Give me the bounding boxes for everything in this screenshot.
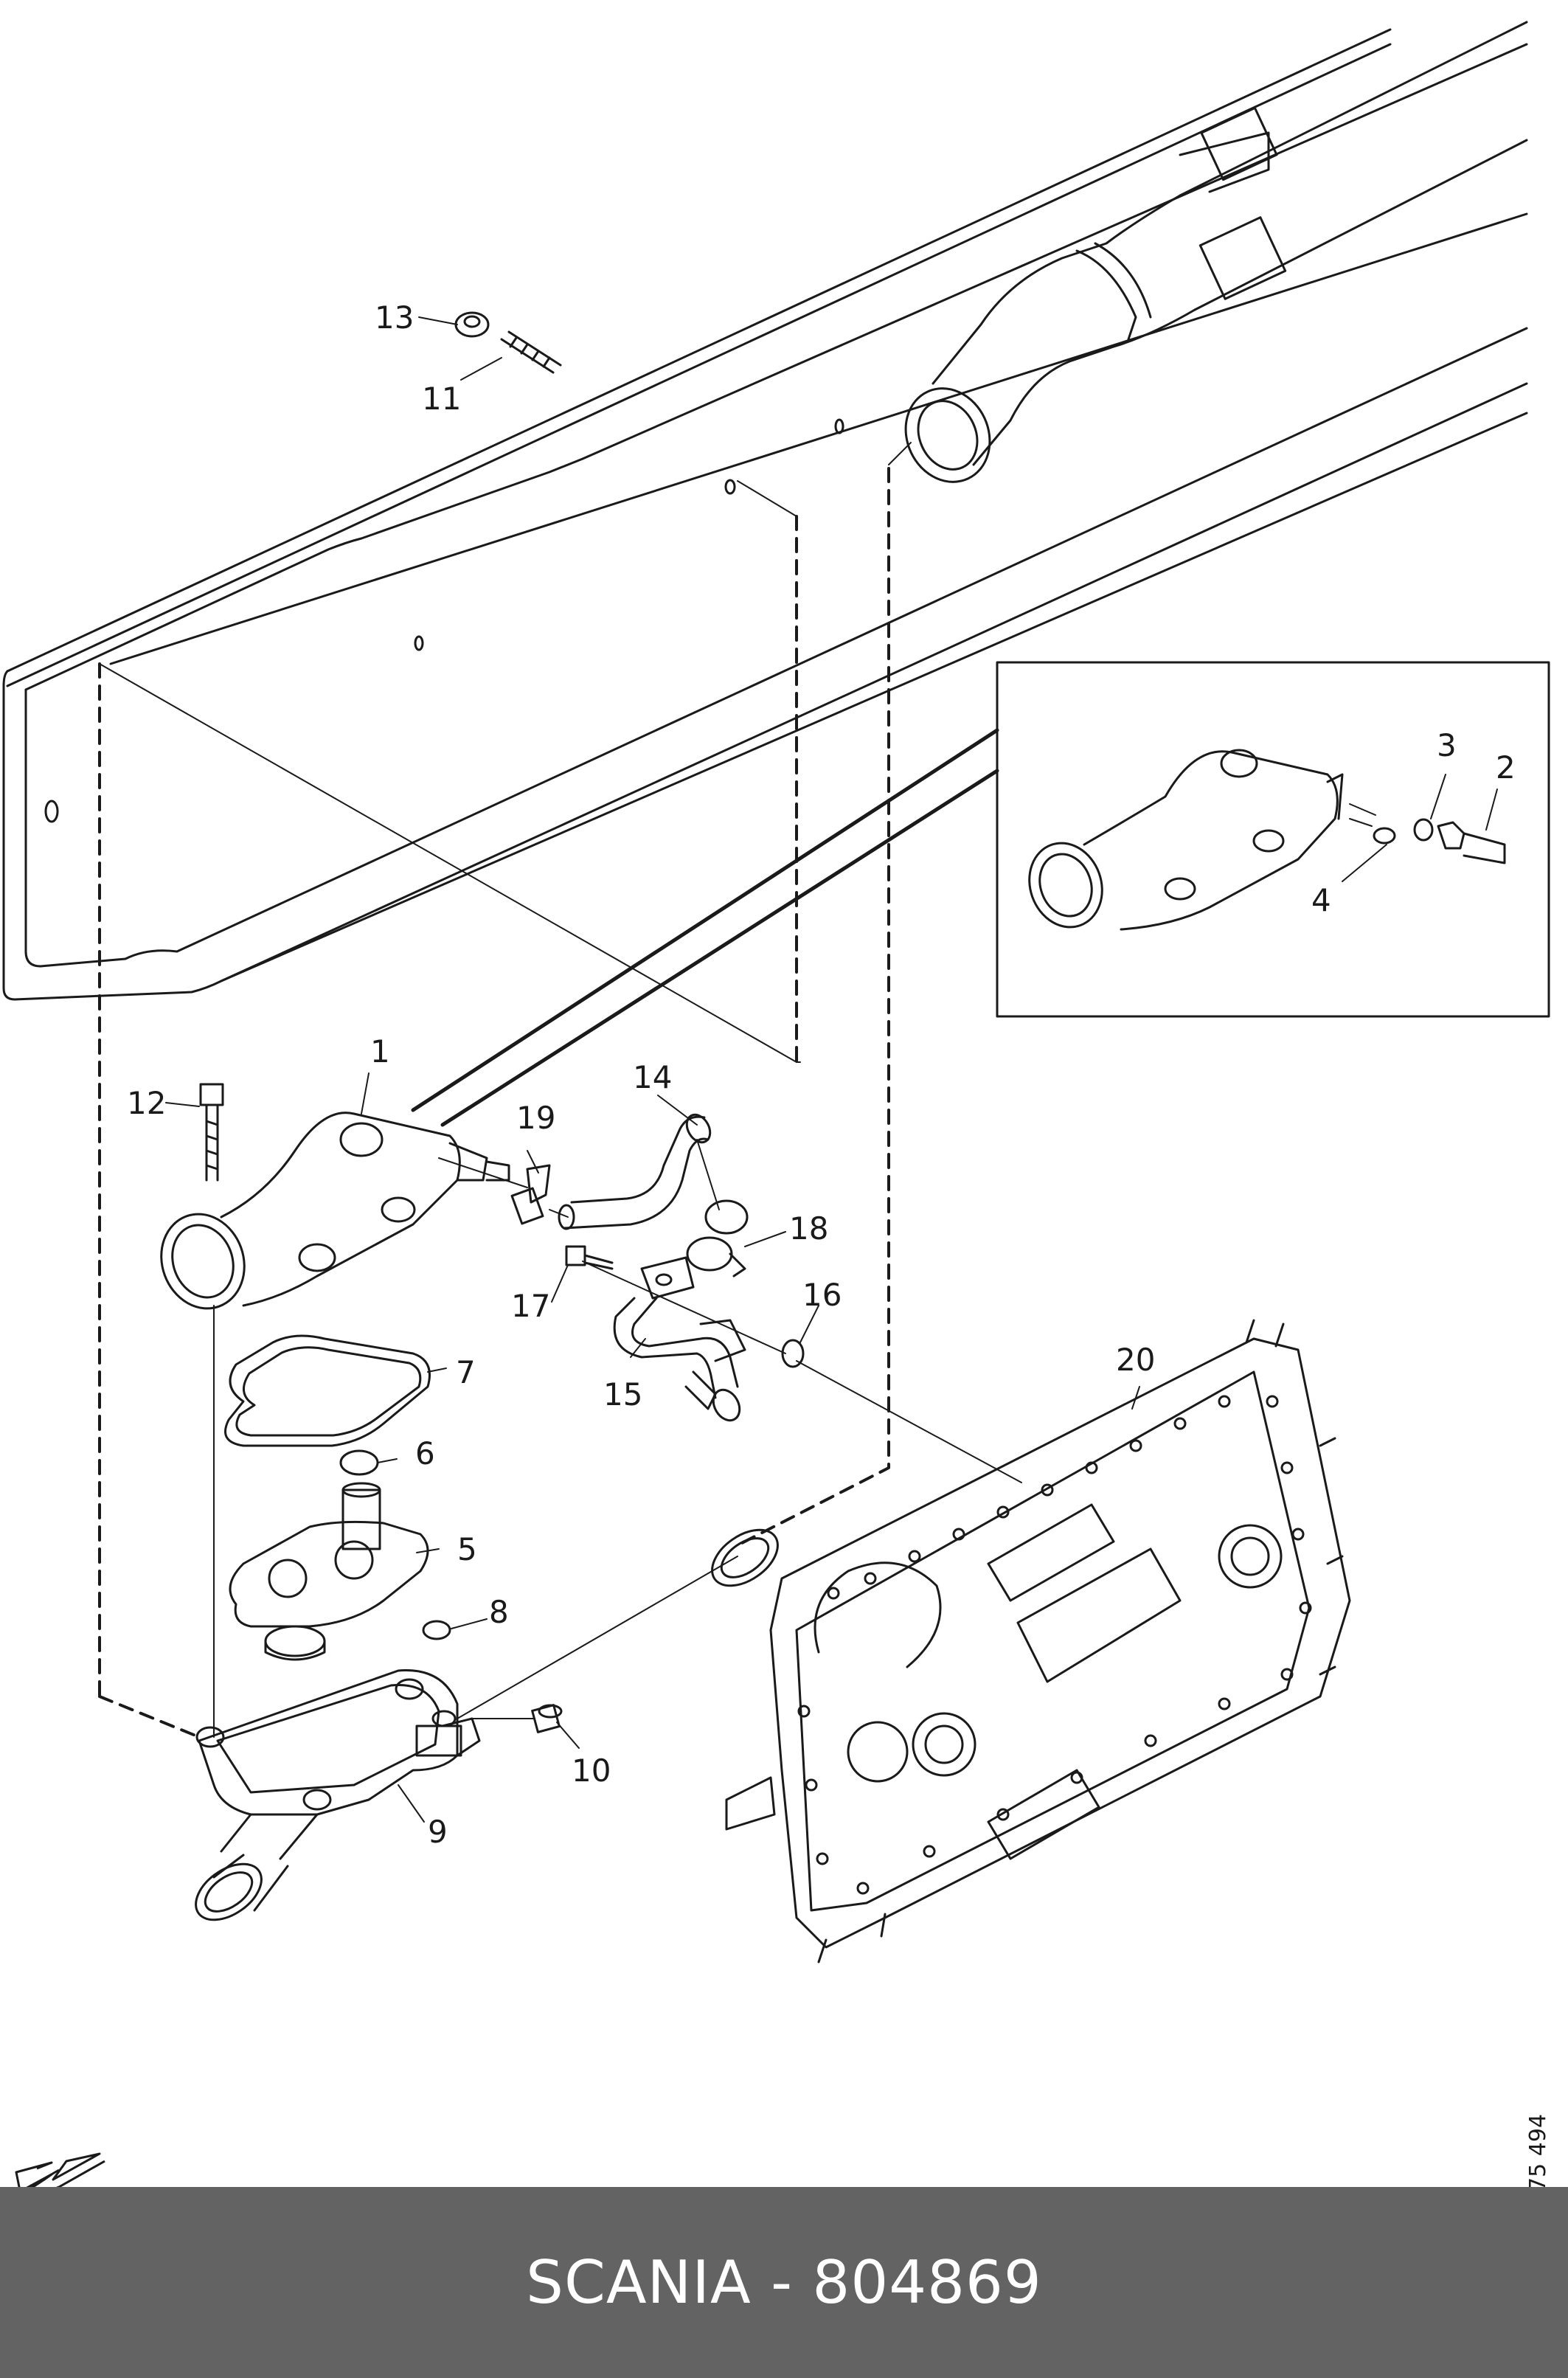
- part-1-thermostat-cover: [160, 1112, 510, 1310]
- part-9-thermostat-housing: [195, 1669, 481, 1921]
- callout-1: 1: [370, 1033, 390, 1070]
- footer-title: SCANIA - 804869: [526, 2248, 1042, 2317]
- part-14-hose: [558, 1113, 712, 1230]
- part-19-union: [510, 1164, 551, 1225]
- callout-18: 18: [789, 1210, 828, 1247]
- callout-19: 19: [516, 1100, 555, 1136]
- callout-9: 9: [428, 1814, 448, 1850]
- callout-2: 2: [1496, 749, 1516, 786]
- callout-leaders: [165, 316, 1498, 1823]
- part-17-bolt: [565, 1245, 614, 1270]
- callout-8: 8: [489, 1594, 509, 1630]
- part-7-gasket: [224, 1334, 431, 1447]
- assembly-dashed-lines: [98, 467, 890, 1739]
- part-12-bolt: [199, 1083, 224, 1182]
- assembly-thin-lines: [99, 442, 1022, 1738]
- callout-10: 10: [572, 1753, 611, 1789]
- callout-15: 15: [603, 1376, 642, 1412]
- callout-4: 4: [1311, 882, 1331, 918]
- part-11-stud: [500, 330, 562, 374]
- part-8-o-ring: [422, 1620, 451, 1640]
- part-13-nut: [454, 311, 490, 338]
- callout-5: 5: [457, 1531, 477, 1567]
- callout-17: 17: [511, 1288, 550, 1324]
- frame-rail: [2, 28, 1528, 1001]
- callout-13: 13: [375, 299, 414, 336]
- part-16-ring: [781, 1339, 805, 1368]
- drawing-reference-code: 375 494: [1525, 2114, 1551, 2187]
- part-10-plug: [531, 1704, 563, 1733]
- callout-12: 12: [127, 1085, 166, 1121]
- callout-16: 16: [802, 1277, 842, 1313]
- callout-20: 20: [1116, 1342, 1155, 1378]
- callout-numbers: 13 11 1 12 19 14 18 17 16 15 20 7 6 5 8 …: [127, 299, 1516, 1850]
- part-18-clamp: [686, 1199, 749, 1278]
- part-6-o-ring: [339, 1449, 379, 1476]
- detail-inset: [411, 661, 1550, 1127]
- callout-11: 11: [422, 381, 461, 417]
- footer-banner: SCANIA - 804869: [0, 2187, 1568, 2378]
- callout-6: 6: [415, 1435, 435, 1471]
- part-20-engine-cover: [711, 1319, 1351, 1963]
- callout-14: 14: [633, 1059, 672, 1095]
- front-direction-arrow-icon: [15, 2152, 105, 2187]
- callout-7: 7: [456, 1354, 476, 1390]
- coolant-pipe: [904, 21, 1528, 483]
- exploded-parts-diagram: 13 11 1 12 19 14 18 17 16 15 20 7 6 5 8 …: [2, 21, 1551, 2187]
- part-5-thermostat: [229, 1482, 429, 1661]
- callout-3: 3: [1437, 727, 1457, 763]
